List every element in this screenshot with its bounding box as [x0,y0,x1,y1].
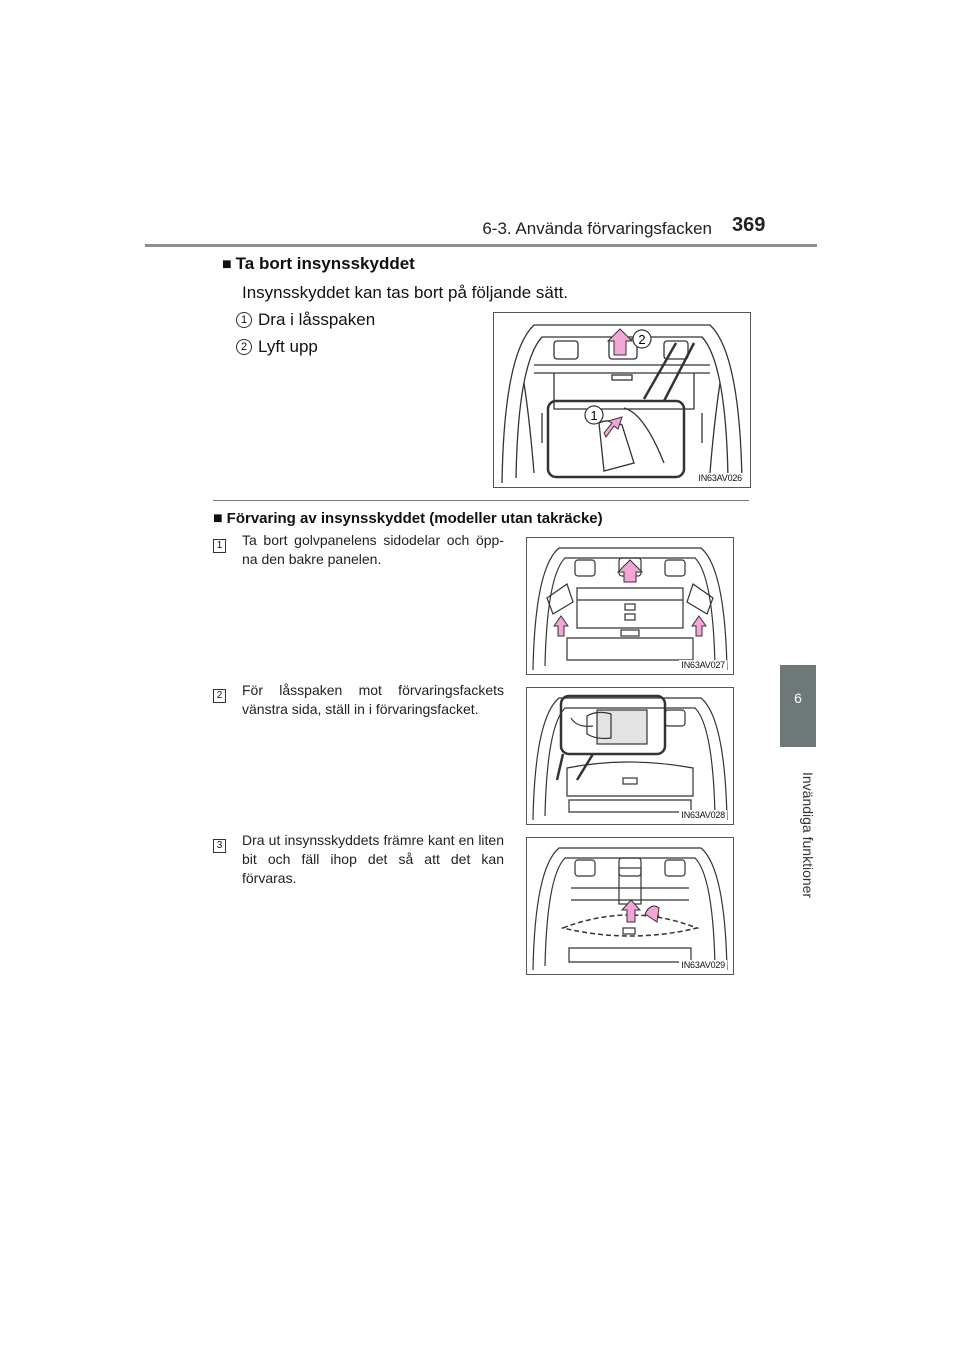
item-3-text: Dra ut insynsskyddets främre kant en lit… [242,832,504,886]
figure-item-1: IN63AV027 [526,537,734,675]
figure-code: IN63AV029 [679,960,727,970]
item-1-number: 1 [213,535,226,553]
step-text: Dra i låsspaken [258,310,376,329]
section1-marker: ■ [222,256,232,273]
item-1-text: Ta bort golvpanelens sidodelar och öpp-n… [242,532,504,567]
step-number: 2 [236,339,252,355]
header-divider [145,244,817,247]
figure-item-2: IN63AV028 [526,687,734,825]
figure-item-3: IN63AV029 [526,837,734,975]
chapter-tab [780,665,816,747]
header-section-title: 6-3. Använda förvaringsfacken [482,219,712,238]
step-number: 1 [236,312,252,328]
section1-heading: ■Ta bort insynsskyddet [222,254,415,274]
cargo-illustration-4 [532,847,728,971]
item-2-number: 2 [213,685,226,703]
section1-intro: Insynsskyddet kan tas bort på följande s… [242,283,569,302]
item-3-number: 3 [213,835,226,853]
callout-2: 2 [638,332,645,347]
section-divider [213,500,749,501]
chapter-title: Invändiga funktioner [800,771,816,899]
section1-step-2: 2 Lyft upp [236,337,318,357]
section1-title: Ta bort insynsskyddet [235,254,415,273]
figure-remove-cover: 1 2 IN63AV026 [493,312,751,488]
chapter-number: 6 [794,690,802,706]
cargo-illustration-1: 1 2 [501,324,743,484]
step-text: Lyft upp [258,337,318,356]
item-2-text: För låsspaken mot förvaringsfackets väns… [242,682,504,717]
cargo-illustration-3 [532,694,728,821]
cargo-illustration-2 [532,547,728,671]
callout-1: 1 [590,408,597,423]
figure-code: IN63AV026 [696,473,744,483]
section1-step-1: 1 Dra i låsspaken [236,310,375,330]
section2-title: Förvaring av insynsskyddet (modeller uta… [226,510,603,527]
section2-heading: ■Förvaring av insynsskyddet (modeller ut… [213,510,603,528]
section2-marker: ■ [213,510,223,527]
figure-code: IN63AV028 [679,810,727,820]
page-number: 369 [732,214,766,236]
figure-code: IN63AV027 [679,660,727,670]
